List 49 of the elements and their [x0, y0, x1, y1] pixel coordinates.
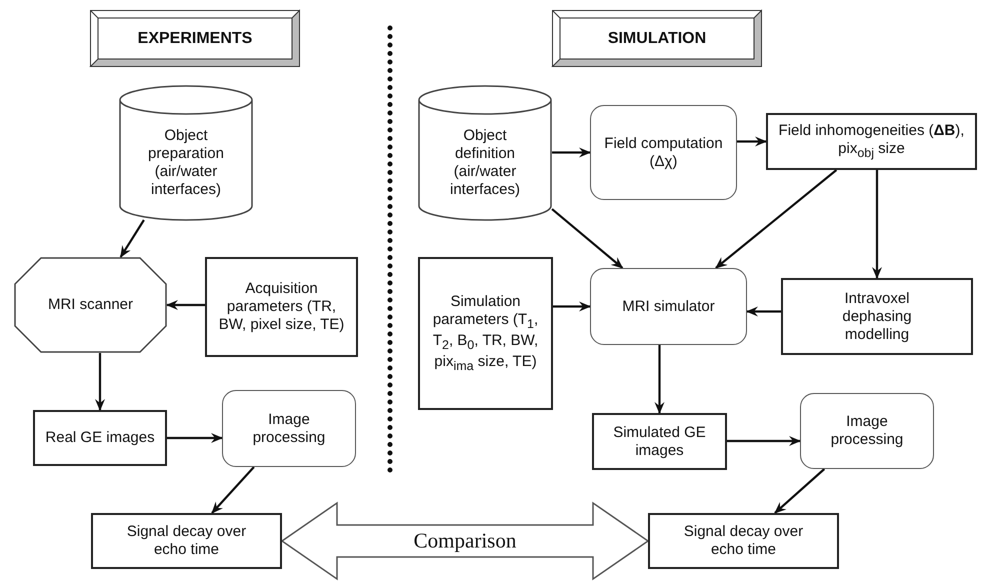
process-box	[418, 257, 553, 410]
node-label: MRI simulator	[621, 298, 716, 316]
arrow	[774, 468, 826, 514]
rounded-box	[222, 390, 356, 467]
process-box	[91, 513, 282, 569]
arrow	[166, 300, 205, 310]
process-box	[33, 410, 167, 466]
arrow	[552, 148, 591, 158]
node-label: Simulated GE images	[612, 424, 707, 460]
node-label: Image processing	[830, 413, 904, 449]
arrow	[95, 353, 105, 411]
database-cylinder	[119, 86, 253, 220]
node-label: Field inhomogeneities (ΔB), pix$_{obj}$ size	[778, 122, 966, 161]
section-header	[552, 10, 762, 67]
arrow	[553, 302, 591, 312]
node-label: Simulation parameters (T$_{1}$, T$_{2}$, B$_{0}$, TR, BW, pix$_{ima}$ size, TE)	[432, 293, 540, 374]
section-header	[90, 10, 300, 67]
process-box	[592, 413, 727, 470]
section-title: EXPERIMENTS	[136, 28, 254, 48]
arrow	[727, 436, 801, 446]
rounded-box	[800, 393, 934, 469]
octagon-node	[14, 257, 167, 353]
arrow	[654, 345, 664, 414]
arrow	[715, 169, 838, 269]
arrow	[211, 466, 255, 514]
arrow	[551, 208, 624, 269]
rounded-box	[590, 105, 737, 200]
arrow	[737, 136, 767, 146]
node-label: MRI scanner	[46, 296, 134, 314]
node-label: Object preparation (air/water interfaces)	[147, 127, 225, 199]
arrow	[746, 306, 781, 316]
rounded-box	[590, 268, 747, 345]
node-label: Object definition (air/water interfaces)	[448, 127, 522, 199]
node-label: Intravoxel dephasing modelling	[841, 290, 913, 344]
process-box	[205, 257, 358, 357]
node-label: Field computation (Δχ)	[603, 134, 724, 170]
arrow	[120, 219, 145, 258]
section-title: SIMULATION	[606, 28, 708, 48]
database-cylinder	[418, 86, 552, 220]
node-label: Acquisition parameters (TR, BW, pixel size, TE)	[218, 280, 346, 334]
process-box	[648, 513, 839, 569]
node-label: Real GE images	[44, 429, 156, 447]
node-label: Signal decay over echo time	[682, 523, 804, 559]
process-box	[766, 113, 977, 170]
node-label: Signal decay over echo time	[126, 523, 248, 559]
arrow	[167, 433, 223, 443]
process-box	[781, 278, 973, 355]
arrow	[872, 170, 882, 279]
node-label: Image processing	[252, 410, 326, 446]
